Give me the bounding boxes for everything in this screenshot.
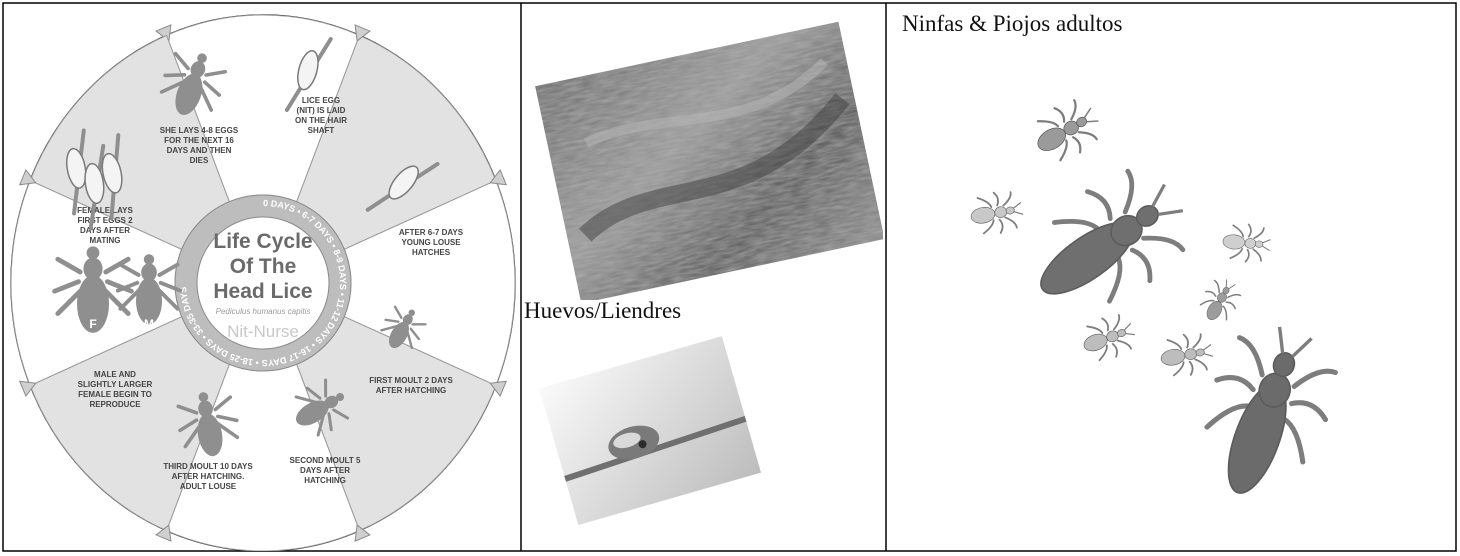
nymph-louse xyxy=(968,188,1026,237)
sector-caption: FIRST MOULT 2 DAYSAFTER HATCHING xyxy=(369,376,453,395)
nymph-louse xyxy=(1221,222,1271,263)
eggs-cell: Huevos/Liendres xyxy=(521,3,886,551)
female-marker: F xyxy=(89,317,96,331)
hair-closeup-photo xyxy=(531,8,883,300)
adult-louse xyxy=(1183,313,1350,512)
wheel-title-line3: Head Lice xyxy=(213,280,312,303)
nymph-louse xyxy=(1077,310,1139,366)
wheel-title-line1: Life Cycle xyxy=(213,230,312,253)
nymph-louse xyxy=(1026,92,1107,168)
nit-on-hair-photo xyxy=(531,333,761,543)
wheel-latin-name: Pediculus humanus capitis xyxy=(216,307,311,316)
male-marker: M xyxy=(144,317,154,331)
lice-illustration xyxy=(886,3,1456,551)
lifecycle-cell: 0 DAYS • 6-7 DAYS • 8-9 DAYS • 11-12 DAY… xyxy=(3,3,521,551)
eggs-caption: Huevos/Liendres xyxy=(524,298,681,324)
adults-cell: Ninfas & Piojos adultos xyxy=(886,3,1456,551)
wheel-title-line2: Of The xyxy=(230,255,297,278)
wheel-center: Life Cycle Of The Head Lice Pediculus hu… xyxy=(213,230,312,341)
wheel-brand: Nit-Nurse xyxy=(227,322,299,341)
nymph-louse xyxy=(1195,273,1246,327)
lice-group xyxy=(968,92,1350,512)
adult-louse xyxy=(1011,153,1204,334)
lifecycle-wheel: 0 DAYS • 6-7 DAYS • 8-9 DAYS • 11-12 DAY… xyxy=(3,3,521,551)
nymph-louse xyxy=(1158,330,1216,379)
